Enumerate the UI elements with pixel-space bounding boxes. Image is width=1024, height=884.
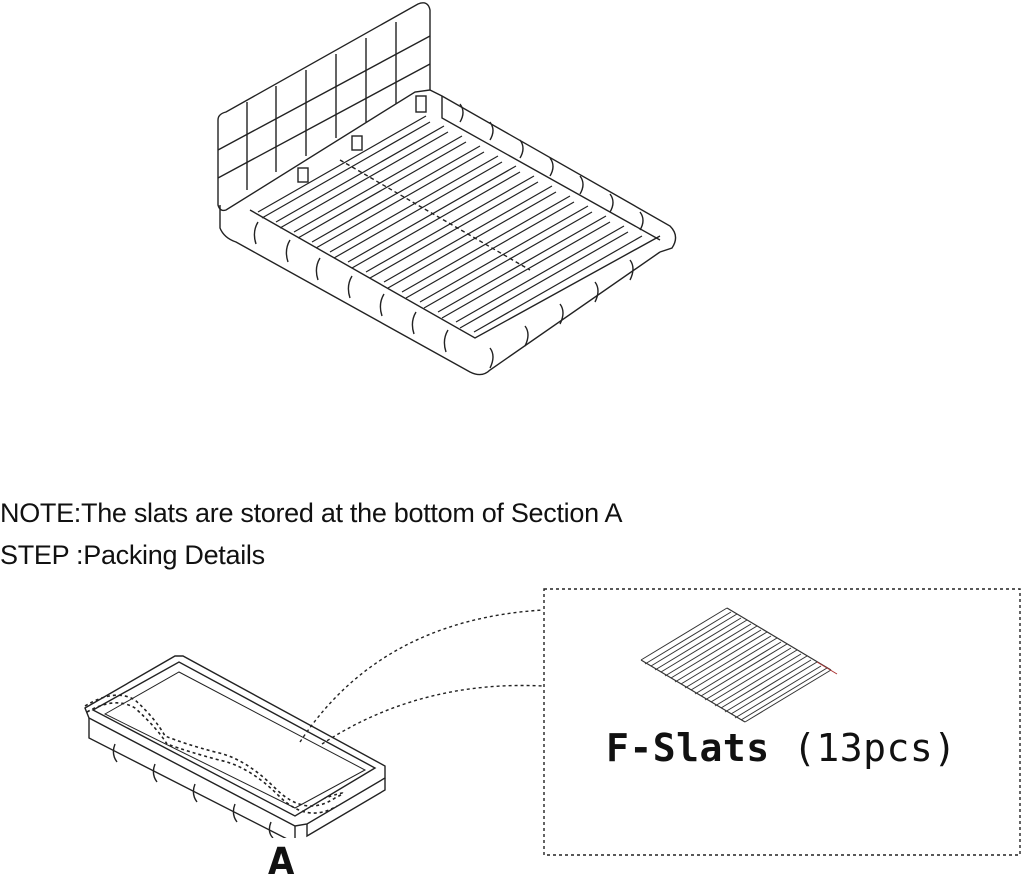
slats-caption: F-Slats (13pcs) [606,726,957,770]
bed-frame-illustration [217,2,677,376]
slats-detail-box [543,588,1021,856]
section-a-package-illustration [84,655,386,838]
section-a-label: A [268,840,295,884]
packing-step-heading: STEP :Packing Details [0,540,265,570]
slats-quantity: (13pcs) [793,726,957,770]
storage-note: NOTE:The slats are stored at the bottom … [0,498,623,528]
slats-stack-icon [640,607,838,723]
slats-part-name: F-Slats [606,726,770,770]
